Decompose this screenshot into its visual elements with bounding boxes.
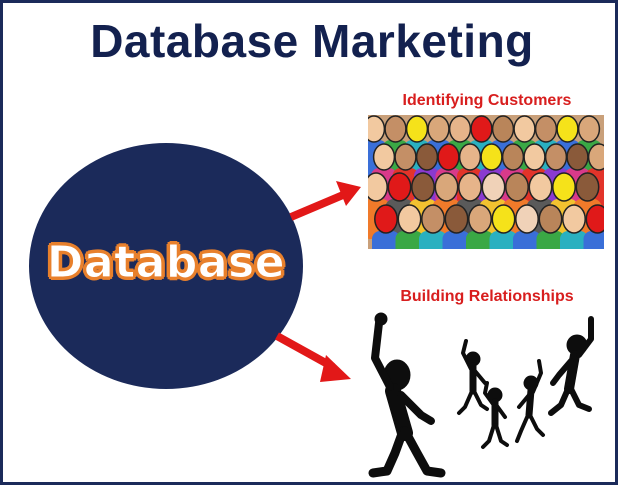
crowd-person-head xyxy=(501,143,525,171)
crowd-person-head xyxy=(552,172,576,202)
stick-figure-small-1 xyxy=(457,339,489,415)
crowd-of-people-icon xyxy=(368,115,604,249)
crowd-person-head xyxy=(481,172,506,202)
crowd-person-head xyxy=(448,115,472,143)
crowd-person-head xyxy=(374,204,398,234)
crowd-person-head xyxy=(585,204,604,234)
crowd-person-body xyxy=(489,231,518,249)
crowd-person-body xyxy=(513,231,541,249)
crowd-person-head xyxy=(368,172,388,202)
crowd-person-head xyxy=(538,204,563,234)
stick-figure-small-3 xyxy=(515,359,545,443)
crowd-person-head xyxy=(577,115,601,143)
diagram-title: Database Marketing xyxy=(90,15,534,67)
crowd-person-head xyxy=(544,143,568,171)
crowd-person-head xyxy=(434,172,459,202)
crowd-person-head xyxy=(523,143,546,171)
caption-building-relationships: Building Relationships xyxy=(400,288,574,305)
crowd-person-head xyxy=(415,143,439,171)
crowd-person-head xyxy=(387,172,412,202)
crowd-person-head xyxy=(556,115,579,143)
crowd-person-head xyxy=(421,204,445,234)
crowd-person-head xyxy=(372,143,396,171)
crowd-person-head xyxy=(513,115,536,143)
stick-figure-large xyxy=(368,312,446,478)
crowd-person-head xyxy=(444,204,469,234)
stick-figure-medium xyxy=(548,316,594,416)
crowd-person-body xyxy=(536,231,565,249)
crowd-person-head xyxy=(458,172,482,202)
stick-figure-small-2 xyxy=(481,381,509,449)
crowd-person-body xyxy=(466,231,494,249)
crowd-person-head xyxy=(534,115,558,143)
crowd-person-head xyxy=(384,115,407,143)
caption-identifying-customers: Identifying Customers xyxy=(402,92,572,109)
crowd-person-head xyxy=(470,115,493,143)
waving-stick-figures-icon xyxy=(368,312,594,478)
arrow-to-building xyxy=(275,332,351,382)
crowd-person-head xyxy=(528,172,553,202)
crowd-person-head xyxy=(437,143,460,171)
crowd-person-head xyxy=(411,172,435,202)
crowd-person-head xyxy=(394,143,417,171)
crowd-person-head xyxy=(562,204,586,234)
crowd-person-head xyxy=(405,115,429,143)
crowd-person-body xyxy=(583,231,604,249)
database-label: Database xyxy=(46,237,286,289)
crowd-person-head xyxy=(575,172,600,202)
crowd-person-head xyxy=(368,115,386,143)
crowd-person-head xyxy=(427,115,450,143)
crowd-person-head xyxy=(480,143,503,171)
crowd-person-body xyxy=(372,231,400,249)
crowd-person-body xyxy=(395,231,424,249)
crowd-person-head xyxy=(491,204,516,234)
crowd-person-head xyxy=(458,143,482,171)
crowd-person-head xyxy=(397,204,422,234)
arrow-to-identifying xyxy=(289,181,361,221)
crowd-person-body xyxy=(560,231,588,249)
crowd-person-head xyxy=(491,115,515,143)
crowd-person-head xyxy=(587,143,604,171)
database-circle xyxy=(29,143,303,389)
crowd-person-head xyxy=(515,204,539,234)
crowd-person-head xyxy=(505,172,529,202)
crowd-person-head xyxy=(566,143,589,171)
crowd-person-body xyxy=(419,231,447,249)
crowd-person-head xyxy=(468,204,492,234)
crowd-person-body xyxy=(442,231,471,249)
